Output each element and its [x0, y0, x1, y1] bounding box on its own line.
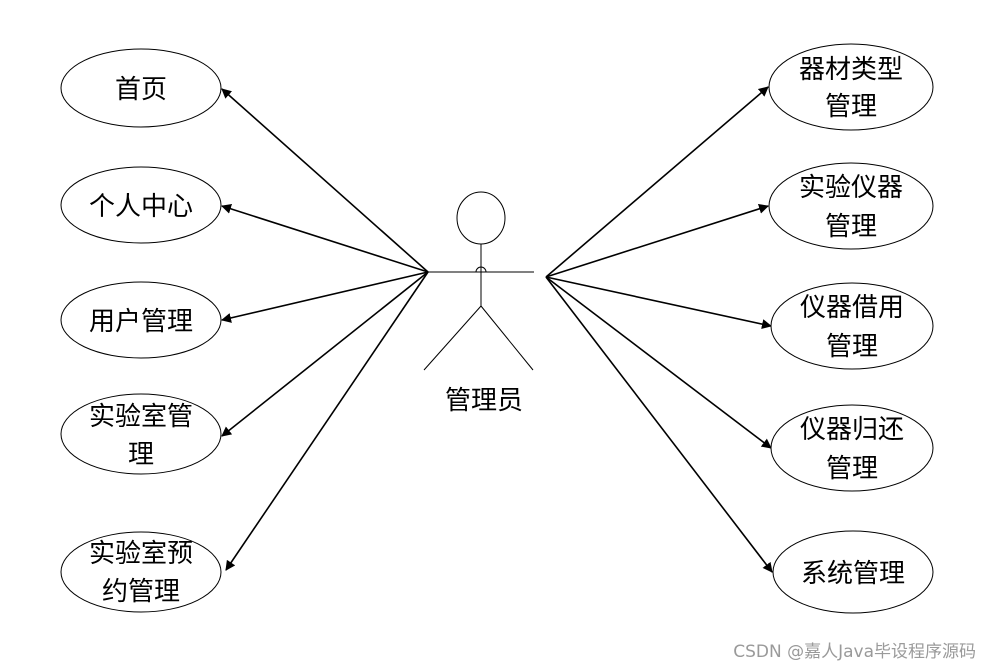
- use-case-label-line1: 实验室预: [89, 539, 193, 569]
- use-case-lab-instrument-management: 实验仪器 管理: [768, 162, 934, 250]
- use-case-label-line1: 仪器归还: [800, 415, 904, 445]
- use-case-label-line1: 仪器借用: [800, 293, 904, 323]
- use-case-label: 首页: [115, 75, 167, 105]
- use-case-label-line2: 管理: [826, 454, 878, 484]
- use-case-label-line2: 管理: [826, 332, 878, 362]
- association-line: [221, 271, 429, 323]
- association-line: [221, 88, 429, 273]
- use-case-label: 系统管理: [801, 559, 905, 589]
- association-line: [545, 276, 772, 449]
- use-case-lab-management: 实验室管 理: [60, 393, 222, 475]
- use-case-label-line1: 实验室管: [89, 402, 193, 432]
- use-case-label: 个人中心: [89, 192, 193, 222]
- use-case-system-management: 系统管理: [772, 530, 934, 614]
- association-line: [545, 276, 773, 573]
- use-case-label-line2: 约管理: [102, 577, 180, 607]
- use-case-lab-booking-management: 实验室预 约管理: [60, 531, 222, 613]
- association-line: [545, 203, 769, 278]
- actor-right-leg: [480, 305, 534, 371]
- use-case-label-line2: 理: [128, 440, 154, 470]
- association-line: [545, 86, 769, 278]
- use-case-label-line2: 管理: [825, 92, 877, 122]
- use-case-label: 用户管理: [89, 307, 193, 337]
- use-case-instrument-return-management: 仪器归还 管理: [770, 404, 934, 492]
- use-case-equipment-type-management: 器材类型 管理: [768, 43, 934, 131]
- association-line: [221, 203, 429, 273]
- watermark: CSDN @嘉人Java毕设程序源码: [733, 642, 976, 662]
- association-line: [221, 271, 429, 437]
- actor-label: 管理员: [445, 386, 523, 416]
- right-associations: [545, 86, 773, 573]
- association-line: [225, 271, 429, 571]
- association-line: [545, 276, 772, 329]
- left-associations: [221, 88, 429, 571]
- actor-admin: 管理员: [423, 191, 534, 416]
- use-case-home: 首页: [60, 48, 222, 128]
- use-case-personal-center: 个人中心: [60, 166, 222, 244]
- use-case-instrument-borrow-management: 仪器借用 管理: [770, 282, 934, 370]
- use-case-user-management: 用户管理: [60, 281, 222, 359]
- actor-left-leg: [423, 305, 482, 371]
- actor-arm-joint: [475, 266, 487, 273]
- use-case-label-line1: 实验仪器: [799, 173, 903, 203]
- actor-head: [456, 191, 506, 245]
- use-case-label-line1: 器材类型: [799, 55, 903, 85]
- use-case-label-line2: 管理: [825, 212, 877, 242]
